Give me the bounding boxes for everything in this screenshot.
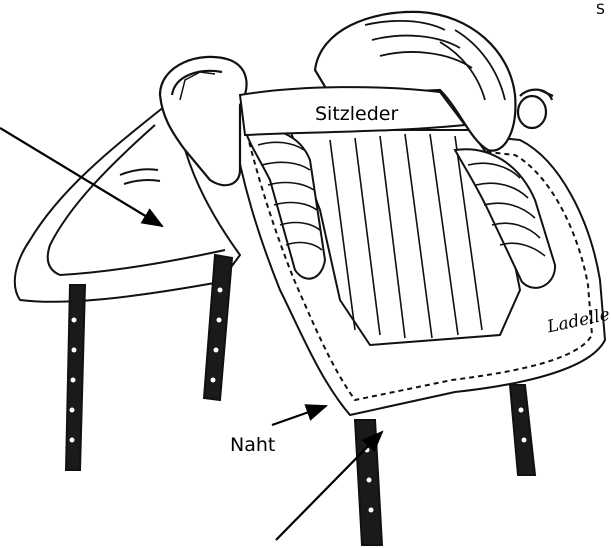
- corner-label: S: [596, 2, 605, 18]
- d-ring: [518, 90, 553, 128]
- arrow-to-naht: [272, 406, 326, 425]
- sitzleder-label: Sitzleder: [313, 105, 400, 124]
- naht-label: Naht: [228, 436, 277, 455]
